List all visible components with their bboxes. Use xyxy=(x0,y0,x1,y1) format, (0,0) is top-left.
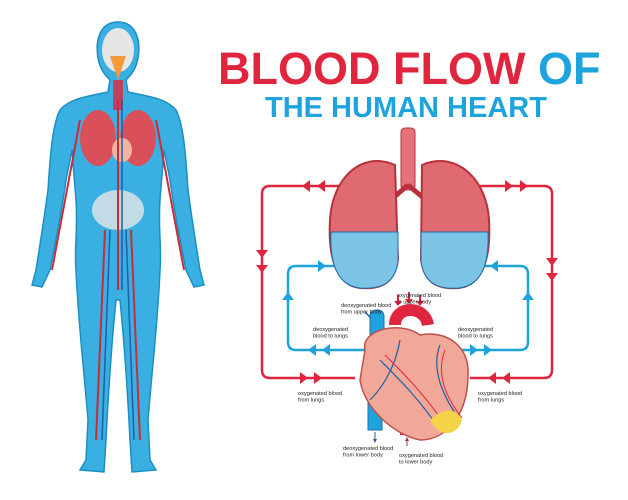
deoxygenated-arrows xyxy=(282,260,534,356)
deoxygenated-loop xyxy=(286,264,530,352)
human-body-figure xyxy=(31,21,205,473)
title-line-1: BLOOD FLOW OF xyxy=(218,43,600,94)
oxygenated-loop xyxy=(260,184,554,380)
heart xyxy=(359,292,469,446)
oxygenated-arrows xyxy=(256,180,558,384)
title-line-2: THE HUMAN HEART xyxy=(265,92,547,124)
lungs xyxy=(328,127,491,290)
